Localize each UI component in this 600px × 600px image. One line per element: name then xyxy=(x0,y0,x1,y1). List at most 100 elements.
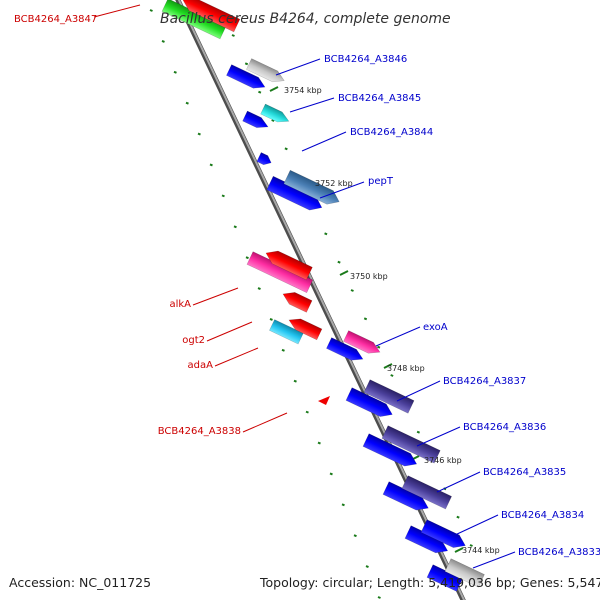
gene-bcb4264-a3847 xyxy=(182,0,241,33)
guide-dot xyxy=(231,34,235,37)
gene-label[interactable]: exoA xyxy=(423,322,448,333)
guide-dot xyxy=(244,62,249,66)
label-leader xyxy=(375,326,421,347)
gene-label[interactable]: BCB4264_A3835 xyxy=(483,467,566,478)
gene-label[interactable]: BCB4264_A3845 xyxy=(338,93,421,104)
guide-dot xyxy=(365,565,369,569)
gene-exoa xyxy=(343,330,381,354)
guide-dot xyxy=(293,379,297,383)
kbp-label: 3748 kbp xyxy=(387,364,425,373)
guide-dot xyxy=(281,348,285,352)
kbp-tick xyxy=(339,270,349,276)
guide-dot xyxy=(258,90,262,94)
guide-dot xyxy=(185,101,189,105)
gene-label[interactable]: pepT xyxy=(368,176,394,187)
gene-bcb4264-a3844 xyxy=(256,152,272,165)
guide-dot xyxy=(197,132,201,136)
label-leaders xyxy=(93,4,516,569)
label-leader xyxy=(319,181,365,199)
gene-label[interactable]: BCB4264_A3834 xyxy=(501,510,584,521)
guide-dot xyxy=(337,260,341,264)
label-leader xyxy=(192,287,239,306)
gene-bcb4264-a3834-blue xyxy=(404,525,449,554)
gene-labels: BCB4264_A3847BCB4264_A3846BCB4264_A3845B… xyxy=(14,14,600,558)
gene-label[interactable]: ogt2 xyxy=(182,335,205,346)
gene-bcb4264-a3836 xyxy=(362,433,418,467)
guide-dot xyxy=(284,147,288,151)
genome-title: Bacillus cereus B4264, complete genome xyxy=(160,11,451,27)
guide-dot xyxy=(149,9,153,12)
gene-bcb4264-a3835 xyxy=(381,425,441,464)
guide-dot xyxy=(353,534,357,538)
label-leader xyxy=(289,97,335,113)
gene-ogt2 xyxy=(282,292,313,313)
guide-dot xyxy=(329,472,333,476)
label-leader xyxy=(214,347,259,367)
gene-label[interactable]: BCB4264_A3837 xyxy=(443,376,526,387)
gene-label[interactable]: BCB4264_A3836 xyxy=(463,422,546,433)
gene-bcb4264-a3837-purple xyxy=(363,379,415,414)
label-leader xyxy=(396,380,441,402)
guide-dot xyxy=(377,596,381,599)
gene-bottom-gray xyxy=(444,558,485,588)
label-leader xyxy=(93,4,141,18)
gene-bcb4264-a3838 xyxy=(318,396,330,405)
label-leader xyxy=(436,471,481,493)
kbp-tick xyxy=(269,86,279,92)
guide-dot xyxy=(161,39,165,43)
guide-dot xyxy=(221,194,225,198)
kbp-label: 3752 kbp xyxy=(315,179,353,188)
gene-blue-small xyxy=(242,110,269,128)
gene-bcb4264-a3846-blue xyxy=(226,64,266,89)
label-leader xyxy=(206,321,253,342)
gene-label[interactable]: BCB4264_A3847 xyxy=(14,14,97,25)
gene-bcb4264-a3846 xyxy=(246,58,285,83)
gene-bcb4264-a3834 xyxy=(401,475,452,510)
gene-adaa xyxy=(288,318,323,341)
guide-dot xyxy=(209,163,213,167)
label-leader xyxy=(301,131,347,152)
gene-label[interactable]: BCB4264_A3844 xyxy=(350,127,433,138)
label-leader xyxy=(472,551,516,569)
gene-alka-red xyxy=(265,250,313,281)
label-leader xyxy=(275,58,321,76)
gene-label[interactable]: BCB4264_A3838 xyxy=(158,426,241,437)
guide-dot xyxy=(341,503,345,507)
accession-text: Accession: NC_011725 xyxy=(9,575,151,590)
guide-dot xyxy=(350,289,354,292)
gene-bcb4264-a3835-blue xyxy=(382,481,429,511)
guide-dot xyxy=(324,232,328,236)
genome-summary-text: Topology: circular; Length: 5,419,036 bp… xyxy=(259,575,600,590)
guide-dot xyxy=(363,317,368,321)
guide-dot xyxy=(456,515,460,519)
guide-dot xyxy=(305,410,309,414)
gene-label[interactable]: BCB4264_A3833 xyxy=(518,547,600,558)
gene-label[interactable]: BCB4264_A3846 xyxy=(324,54,407,65)
guide-dot xyxy=(269,318,273,321)
guide-dot xyxy=(245,256,249,260)
gene-label[interactable]: alkA xyxy=(169,299,191,310)
guide-dot xyxy=(416,430,420,434)
guide-dot xyxy=(390,374,394,377)
kbp-tick xyxy=(454,547,464,553)
guide-dot xyxy=(257,287,261,290)
kbp-label: 3746 kbp xyxy=(424,456,462,465)
gene-pept-blue xyxy=(266,175,323,211)
gene-bcb4264-a3845 xyxy=(260,103,290,123)
gene-bcb4264-a3833 xyxy=(420,519,466,548)
kbp-label: 3750 kbp xyxy=(350,272,388,281)
gene-exoa-blue xyxy=(326,337,364,361)
gene-label[interactable]: adaA xyxy=(188,360,214,371)
gene-bcb4264-a3837 xyxy=(345,387,393,417)
label-leader xyxy=(242,412,288,433)
label-leader xyxy=(416,426,461,447)
gene-arrows xyxy=(161,0,485,592)
kbp-tick xyxy=(383,363,393,369)
guide-dot xyxy=(173,70,177,74)
guide-dot xyxy=(317,441,321,445)
guide-dot xyxy=(233,225,237,229)
guide-dot xyxy=(377,345,381,349)
